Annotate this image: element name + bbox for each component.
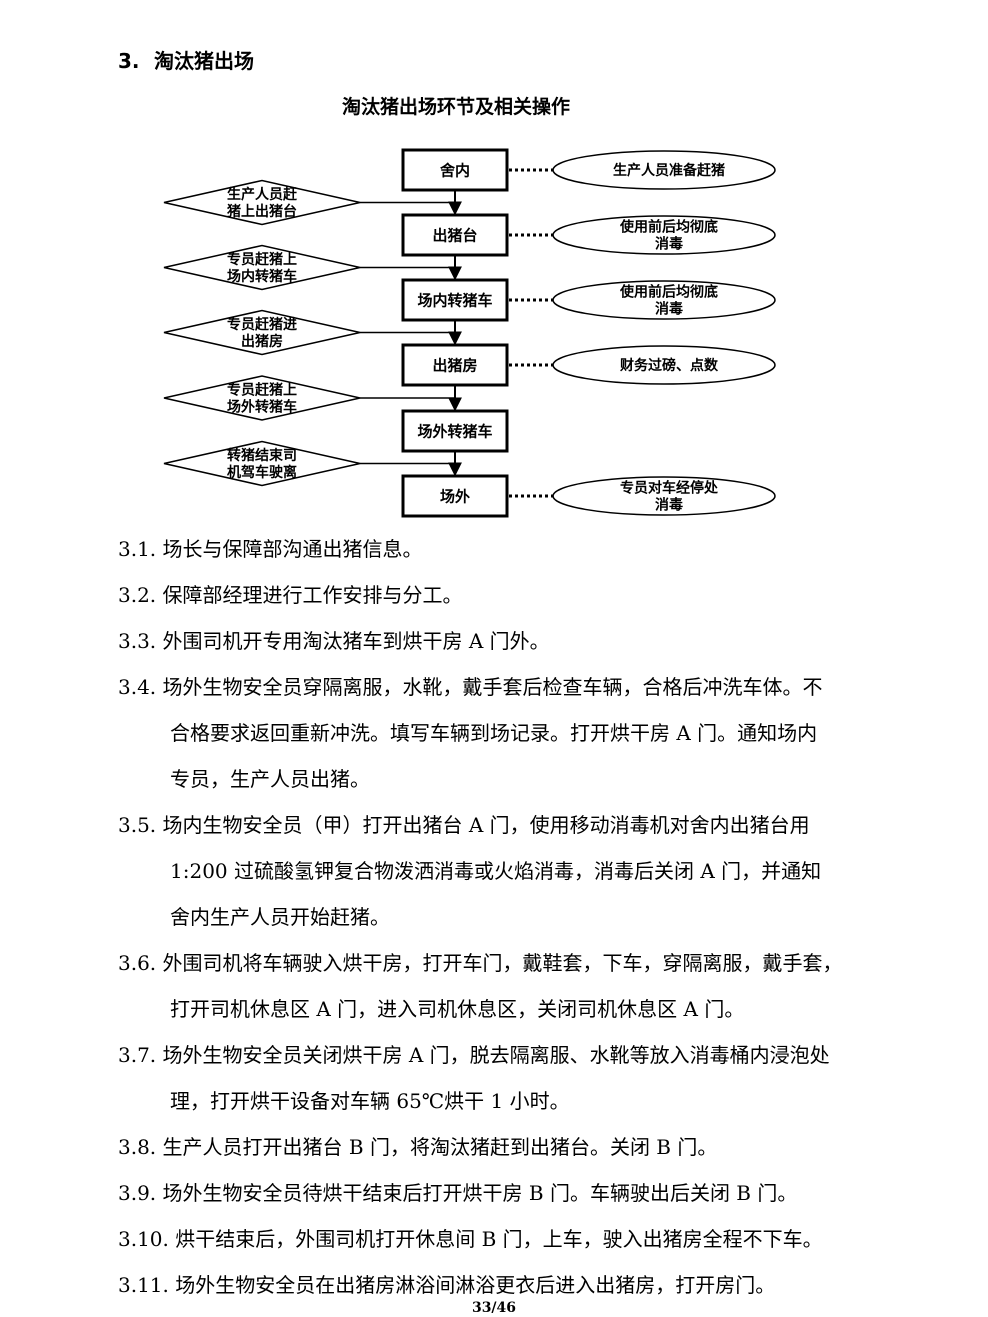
section-heading: 3. 淘汰猪出场 <box>118 46 254 76</box>
procedure-step-line: 3.3. 外围司机开专用淘汰猪车到烘干房 A 门外。 <box>118 618 888 664</box>
process-box <box>401 148 509 192</box>
flowchart-title: 淘汰猪出场环节及相关操作 <box>342 95 570 118</box>
procedure-step-line: 1:200 过硫酸氢钾复合物泼洒消毒或火焰消毒，消毒后关闭 A 门，并通知 <box>118 848 888 894</box>
note-label: 财务过磅、点数 <box>619 357 719 374</box>
process-box <box>401 343 509 387</box>
procedure-step-line: 3.10. 烘干结束后，外围司机打开休息间 B 门，上车，驶入出猪房全程不下车。 <box>118 1216 888 1262</box>
process-box-label: 场外转猪车 <box>417 422 492 440</box>
procedure-step-text: 外围司机将车辆驶入烘干房，打开车门，戴鞋套，下车，穿隔离服，戴手套， <box>156 951 843 975</box>
action-label: 猪上出猪台 <box>226 203 297 220</box>
procedure-step-number: 3.2. <box>118 583 157 607</box>
note-ellipse <box>552 345 776 385</box>
note-label: 专员对车经停处 <box>620 480 719 497</box>
procedure-step-number: 3.7. <box>118 1043 157 1067</box>
note-label: 使用前后均彻底 <box>619 219 718 236</box>
procedure-step-number: 3.11. <box>118 1273 169 1297</box>
procedure-step-text: 场内生物安全员（甲）打开出猪台 A 门，使用移动消毒机对舍内出猪台用 <box>156 813 810 837</box>
procedure-step-number: 3.3. <box>118 629 157 653</box>
procedure-step-text: 舍内生产人员开始赶猪。 <box>170 905 390 929</box>
action-label: 专员赶猪上 <box>227 251 297 268</box>
procedure-step-number: 3.9. <box>118 1181 157 1205</box>
action-label: 专员赶猪进 <box>227 316 297 333</box>
section-number: 3. <box>118 49 140 73</box>
procedure-step-text: 专员，生产人员出猪。 <box>170 767 370 791</box>
section-title: 淘汰猪出场 <box>154 49 254 73</box>
procedure-step: 3.8. 生产人员打开出猪台 B 门，将淘汰猪赶到出猪台。关闭 B 门。 <box>118 1124 888 1170</box>
process-box <box>401 409 509 453</box>
procedure-step-line: 合格要求返回重新冲洗。填写车辆到场记录。打开烘干房 A 门。通知场内 <box>118 710 888 756</box>
procedure-step-text: 外围司机开专用淘汰猪车到烘干房 A 门外。 <box>156 629 550 653</box>
action-label: 场外转猪车 <box>227 399 297 416</box>
note-ellipse <box>552 280 776 320</box>
procedure-step: 3.7. 场外生物安全员关闭烘干房 A 门，脱去隔离服、水靴等放入消毒桶内浸泡处… <box>118 1032 888 1124</box>
procedure-step-text: 保障部经理进行工作安排与分工。 <box>156 583 463 607</box>
procedure-step-line: 3.6. 外围司机将车辆驶入烘干房，打开车门，戴鞋套，下车，穿隔离服，戴手套， <box>118 940 888 986</box>
procedure-step-text: 场外生物安全员在出猪房淋浴间淋浴更衣后进入出猪房，打开房门。 <box>168 1273 776 1297</box>
note-ellipse <box>552 476 776 516</box>
procedure-step: 3.1. 场长与保障部沟通出猪信息。 <box>118 526 888 572</box>
process-box <box>401 474 509 518</box>
note-label: 消毒 <box>655 236 683 253</box>
note-label: 生产人员准备赶猪 <box>613 162 725 179</box>
procedure-step: 3.3. 外围司机开专用淘汰猪车到烘干房 A 门外。 <box>118 618 888 664</box>
procedure-step: 3.9. 场外生物安全员待烘干结束后打开烘干房 B 门。车辆驶出后关闭 B 门。 <box>118 1170 888 1216</box>
procedure-step-text: 生产人员打开出猪台 B 门，将淘汰猪赶到出猪台。关闭 B 门。 <box>156 1135 718 1159</box>
action-label: 专员赶猪上 <box>227 382 297 399</box>
procedure-step-line: 3.8. 生产人员打开出猪台 B 门，将淘汰猪赶到出猪台。关闭 B 门。 <box>118 1124 888 1170</box>
page-number: 33/46 <box>471 1300 517 1316</box>
procedure-step-text: 打开司机休息区 A 门，进入司机休息区，关闭司机休息区 A 门。 <box>170 997 745 1021</box>
procedure-step: 3.11. 场外生物安全员在出猪房淋浴间淋浴更衣后进入出猪房，打开房门。 <box>118 1262 888 1308</box>
procedure-step-line: 舍内生产人员开始赶猪。 <box>118 894 888 940</box>
procedure-step-text: 理，打开烘干设备对车辆 65℃烘干 1 小时。 <box>170 1089 570 1113</box>
note-label: 使用前后均彻底 <box>619 284 718 301</box>
procedure-step: 3.5. 场内生物安全员（甲）打开出猪台 A 门，使用移动消毒机对舍内出猪台用 1… <box>118 802 888 940</box>
process-box-label: 场外 <box>440 487 470 505</box>
procedure-step-number: 3.1. <box>118 537 157 561</box>
procedure-step: 3.10. 烘干结束后，外围司机打开休息间 B 门，上车，驶入出猪房全程不下车。 <box>118 1216 888 1262</box>
procedure-step-line: 3.2. 保障部经理进行工作安排与分工。 <box>118 572 888 618</box>
action-label: 生产人员赶 <box>227 186 298 203</box>
process-box <box>401 213 509 257</box>
note-ellipse <box>552 150 776 190</box>
procedure-step-text: 场外生物安全员待烘干结束后打开烘干房 B 门。车辆驶出后关闭 B 门。 <box>156 1181 798 1205</box>
procedure-step-text: 烘干结束后，外围司机打开休息间 B 门，上车，驶入出猪房全程不下车。 <box>168 1227 823 1251</box>
procedure-step-line: 打开司机休息区 A 门，进入司机休息区，关闭司机休息区 A 门。 <box>118 986 888 1032</box>
procedure-step: 3.2. 保障部经理进行工作安排与分工。 <box>118 572 888 618</box>
procedure-step-line: 3.7. 场外生物安全员关闭烘干房 A 门，脱去隔离服、水靴等放入消毒桶内浸泡处 <box>118 1032 888 1078</box>
process-box-label: 舍内 <box>440 161 470 179</box>
process-box-label: 场内转猪车 <box>417 291 492 309</box>
procedure-step-number: 3.10. <box>118 1227 169 1251</box>
action-label: 机驾车驶离 <box>227 464 297 481</box>
process-box-label: 出猪房 <box>432 356 477 374</box>
procedure-step-number: 3.4. <box>118 675 157 699</box>
procedure-step: 3.6. 外围司机将车辆驶入烘干房，打开车门，戴鞋套，下车，穿隔离服，戴手套， 打… <box>118 940 888 1032</box>
procedure-step-line: 3.9. 场外生物安全员待烘干结束后打开烘干房 B 门。车辆驶出后关闭 B 门。 <box>118 1170 888 1216</box>
procedure-step-text: 场外生物安全员穿隔离服，水靴，戴手套后检查车辆，合格后冲洗车体。不 <box>156 675 823 699</box>
note-label: 消毒 <box>655 497 683 514</box>
process-box-label: 出猪台 <box>432 226 477 244</box>
procedure-step-line: 理，打开烘干设备对车辆 65℃烘干 1 小时。 <box>118 1078 888 1124</box>
procedure-step: 3.4. 场外生物安全员穿隔离服，水靴，戴手套后检查车辆，合格后冲洗车体。不合格… <box>118 664 888 802</box>
process-box <box>401 278 509 322</box>
procedure-step-number: 3.8. <box>118 1135 157 1159</box>
note-ellipse <box>552 215 776 255</box>
procedure-step-text: 1:200 过硫酸氢钾复合物泼洒消毒或火焰消毒，消毒后关闭 A 门，并通知 <box>170 859 822 883</box>
procedure-step-line: 3.11. 场外生物安全员在出猪房淋浴间淋浴更衣后进入出猪房，打开房门。 <box>118 1262 888 1308</box>
procedure-step-number: 3.6. <box>118 951 157 975</box>
procedure-step-line: 3.1. 场长与保障部沟通出猪信息。 <box>118 526 888 572</box>
procedure-step-text: 合格要求返回重新冲洗。填写车辆到场记录。打开烘干房 A 门。通知场内 <box>170 721 818 745</box>
procedure-step-text: 场长与保障部沟通出猪信息。 <box>156 537 423 561</box>
procedure-step-text: 场外生物安全员关闭烘干房 A 门，脱去隔离服、水靴等放入消毒桶内浸泡处 <box>156 1043 830 1067</box>
action-label: 出猪房 <box>241 333 283 350</box>
procedure-step-number: 3.5. <box>118 813 157 837</box>
procedure-step-line: 3.5. 场内生物安全员（甲）打开出猪台 A 门，使用移动消毒机对舍内出猪台用 <box>118 802 888 848</box>
note-label: 消毒 <box>655 301 683 318</box>
action-label: 场内转猪车 <box>227 268 297 285</box>
procedure-step-line: 专员，生产人员出猪。 <box>118 756 888 802</box>
action-label: 转猪结束司 <box>227 447 297 464</box>
procedure-step-line: 3.4. 场外生物安全员穿隔离服，水靴，戴手套后检查车辆，合格后冲洗车体。不 <box>118 664 888 710</box>
